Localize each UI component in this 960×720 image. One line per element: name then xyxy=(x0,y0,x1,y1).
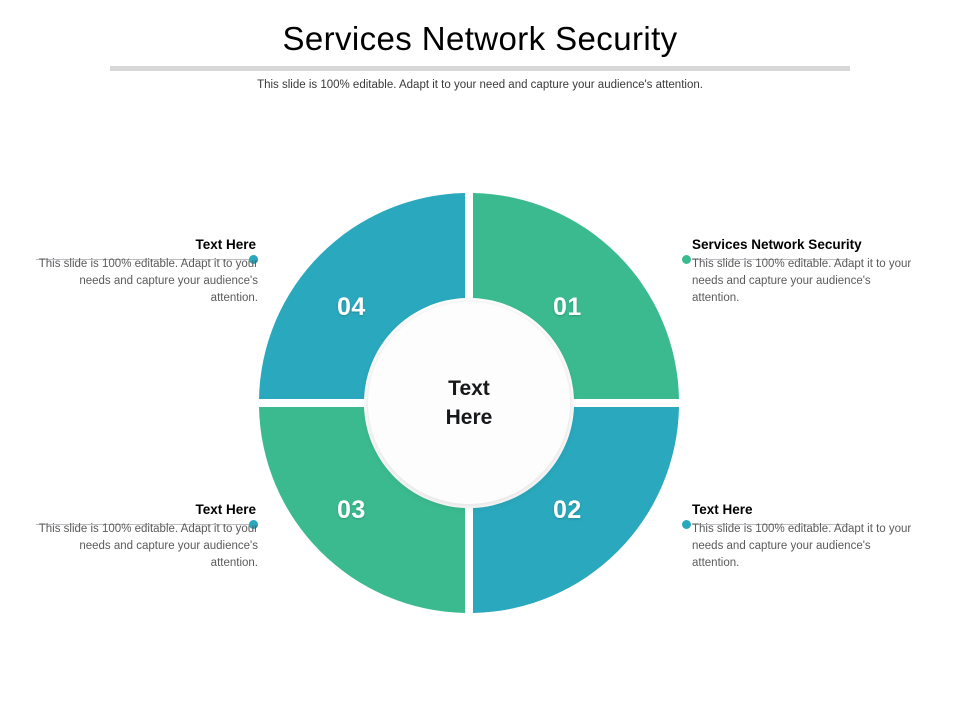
connector-dot-03 xyxy=(249,520,258,529)
donut-svg xyxy=(259,193,679,613)
page-title: Services Network Security xyxy=(282,20,678,57)
donut-segment-03[interactable] xyxy=(259,407,465,613)
callout-heading-01: Services Network Security xyxy=(692,237,862,252)
donut-segment-01[interactable] xyxy=(473,193,679,399)
connector-line-01 xyxy=(692,259,850,260)
donut-segment-label-04: 04 xyxy=(337,293,366,321)
connector-line-02 xyxy=(692,524,850,525)
callout-body-03: This slide is 100% editable. Adapt it to… xyxy=(38,523,258,569)
connector-dot-01 xyxy=(682,255,691,264)
connector-line-03 xyxy=(36,524,252,525)
donut-center-label: Text Here xyxy=(446,374,493,432)
callout-body-04: This slide is 100% editable. Adapt it to… xyxy=(38,258,258,304)
callout-03: Text Here This slide is 100% editable. A… xyxy=(36,501,258,572)
callout-heading-02: Text Here xyxy=(692,502,753,517)
callout-heading-04: Text Here xyxy=(195,237,256,252)
donut-segment-label-03: 03 xyxy=(337,496,366,524)
donut-segment-02[interactable] xyxy=(473,407,679,613)
connector-line-04 xyxy=(36,259,252,260)
callout-heading-03: Text Here xyxy=(195,502,256,517)
title-divider-rule xyxy=(110,66,850,71)
callout-body-01: This slide is 100% editable. Adapt it to… xyxy=(692,258,912,304)
donut-segment-04[interactable] xyxy=(259,193,465,399)
page-subtitle: This slide is 100% editable. Adapt it to… xyxy=(257,79,703,91)
donut-center-circle[interactable]: Text Here xyxy=(368,302,570,504)
donut-segment-label-01: 01 xyxy=(553,293,582,321)
donut-center-label-line2: Here xyxy=(445,406,493,429)
callout-body-02: This slide is 100% editable. Adapt it to… xyxy=(692,523,912,569)
callout-04: Text Here This slide is 100% editable. A… xyxy=(36,236,258,307)
donut-center-label-line1: Text xyxy=(448,377,490,400)
callout-02: Text Here This slide is 100% editable. A… xyxy=(692,501,914,572)
callout-01: Services Network Security This slide is … xyxy=(692,236,914,307)
connector-dot-04 xyxy=(249,255,258,264)
donut-diagram: 01 02 03 04 Text Here xyxy=(259,193,679,613)
connector-dot-02 xyxy=(682,520,691,529)
donut-segment-label-02: 02 xyxy=(553,496,582,524)
